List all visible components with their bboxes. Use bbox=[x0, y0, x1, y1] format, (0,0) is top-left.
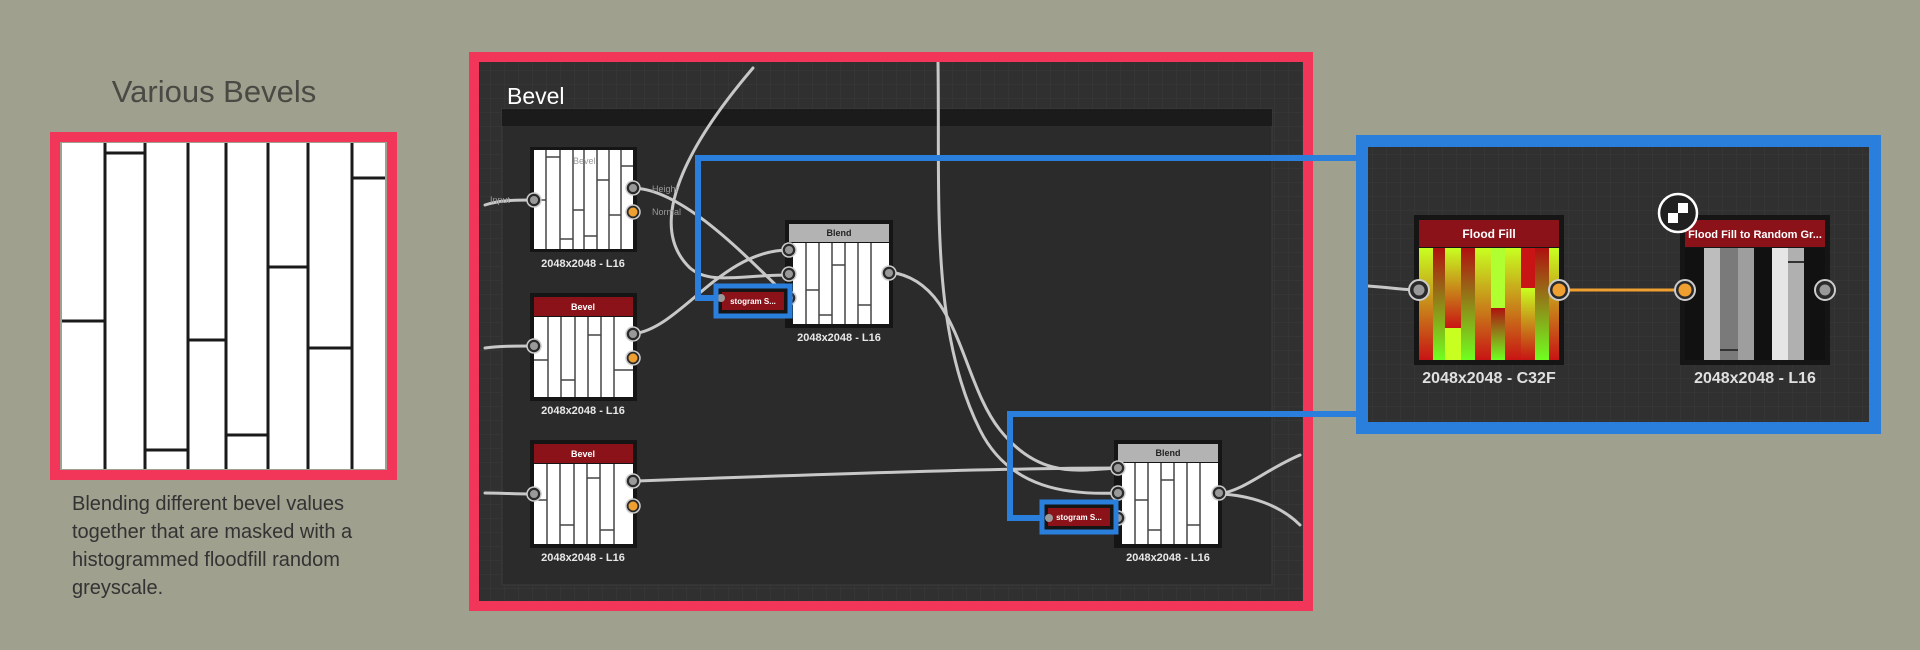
input-pin[interactable] bbox=[526, 486, 542, 502]
frame-title: Bevel bbox=[507, 83, 565, 109]
node-resolution: 2048x2048 - L16 bbox=[541, 552, 625, 564]
example-caption-line: greyscale. bbox=[72, 577, 163, 599]
input-pin[interactable] bbox=[526, 192, 542, 208]
input-pin[interactable] bbox=[1674, 279, 1696, 301]
node-title: Flood Fill bbox=[1462, 227, 1515, 241]
node-title: stogram S... bbox=[730, 297, 776, 306]
node-header bbox=[1685, 220, 1825, 247]
node-resolution: 2048x2048 - L16 bbox=[1126, 552, 1210, 564]
example-panel: Various Bevels Ble bbox=[50, 74, 397, 599]
node-title: Bevel bbox=[571, 449, 595, 459]
output-pin[interactable] bbox=[1548, 279, 1570, 301]
node-resolution: 2048x2048 - L16 bbox=[797, 332, 881, 344]
output-pin-height[interactable] bbox=[625, 473, 641, 489]
output-pin-height[interactable] bbox=[625, 326, 641, 342]
bevel-node-3[interactable]: Bevel 2048x2048 - L16 bbox=[526, 440, 641, 564]
node-header bbox=[534, 444, 633, 463]
node-header bbox=[789, 224, 889, 242]
node-title: Flood Fill to Random Gr... bbox=[1688, 229, 1822, 241]
node-thumbnail bbox=[534, 464, 633, 544]
example-image bbox=[62, 143, 385, 469]
node-title: stogram S... bbox=[1056, 513, 1102, 522]
output-pin[interactable] bbox=[881, 265, 897, 281]
output-pin-normal[interactable] bbox=[625, 498, 641, 514]
output-pin[interactable] bbox=[1211, 485, 1227, 501]
node-resolution: 2048x2048 - L16 bbox=[541, 258, 625, 270]
wires-main bbox=[483, 60, 1302, 527]
output-pin-height[interactable] bbox=[625, 180, 641, 196]
example-caption-line: histogrammed floodfill random bbox=[72, 549, 340, 571]
main-highlight-frame bbox=[469, 52, 1313, 611]
input-pin[interactable] bbox=[717, 294, 725, 302]
callout-connectors bbox=[695, 155, 1356, 521]
histogram-highlight-2 bbox=[1039, 499, 1119, 535]
example-highlight-frame bbox=[50, 132, 397, 480]
flood-fill-to-random-greyscale-node[interactable]: Flood Fill to Random Gr... 2048x2048 - L… bbox=[1657, 192, 1836, 387]
bevel-node-2[interactable]: Bevel 2048x2048 - L16 bbox=[526, 293, 641, 417]
example-caption-line: Blending different bevel values bbox=[72, 493, 344, 515]
output-preview-icon[interactable] bbox=[1657, 192, 1699, 234]
node-resolution: 2048x2048 - L16 bbox=[1694, 370, 1816, 387]
histogram-highlight-1 bbox=[713, 283, 793, 319]
input-pin[interactable] bbox=[1408, 279, 1430, 301]
flood-fill-node[interactable]: Flood Fill 2048x2048 - C32F bbox=[1408, 215, 1570, 387]
node-thumbnail bbox=[1419, 248, 1559, 360]
node-thumbnail bbox=[1685, 248, 1825, 360]
example-caption-line: together that are masked with a bbox=[72, 521, 353, 543]
input-pin[interactable] bbox=[781, 266, 797, 282]
node-title: Blend bbox=[1155, 448, 1180, 458]
blend-node-1[interactable]: Blend 2048x2048 - L16 bbox=[781, 220, 897, 344]
output-pin-normal[interactable] bbox=[625, 350, 641, 366]
node-thumbnail bbox=[1122, 463, 1218, 544]
example-title: Various Bevels bbox=[112, 74, 316, 109]
node-title: Bevel bbox=[571, 302, 595, 312]
output-pin-label: Height bbox=[652, 184, 679, 194]
node-title: Blend bbox=[826, 228, 851, 238]
output-pin-label: Normal bbox=[652, 207, 681, 217]
detail-highlight-frame bbox=[1356, 135, 1881, 434]
input-pin-label: Input bbox=[490, 195, 511, 205]
node-title: Bevel bbox=[573, 156, 596, 166]
blend-node-2[interactable]: Blend 2048x2048 - L16 bbox=[1110, 440, 1227, 564]
input-pin[interactable] bbox=[1045, 514, 1053, 522]
node-thumbnail bbox=[534, 317, 633, 397]
input-pin[interactable] bbox=[781, 242, 797, 258]
node-thumbnail bbox=[793, 243, 889, 324]
histogram-scan-node-2[interactable]: stogram S... bbox=[1044, 504, 1114, 530]
bevel-node-1[interactable]: Bevel Input Height Normal 2048x2048 - L1… bbox=[490, 147, 681, 270]
input-pin[interactable] bbox=[526, 338, 542, 354]
bevel-frame-header bbox=[502, 109, 1272, 126]
histogram-scan-node-1[interactable]: stogram S... bbox=[717, 288, 788, 314]
output-pin[interactable] bbox=[1814, 279, 1836, 301]
input-pin[interactable] bbox=[1110, 485, 1126, 501]
node-header bbox=[1419, 220, 1559, 247]
node-header bbox=[1118, 444, 1218, 462]
node-resolution: 2048x2048 - L16 bbox=[541, 405, 625, 417]
node-thumbnail bbox=[534, 150, 633, 249]
output-pin-normal[interactable] bbox=[625, 204, 641, 220]
node-header bbox=[534, 297, 633, 316]
input-pin[interactable] bbox=[1110, 460, 1126, 476]
node-resolution: 2048x2048 - C32F bbox=[1422, 370, 1556, 387]
